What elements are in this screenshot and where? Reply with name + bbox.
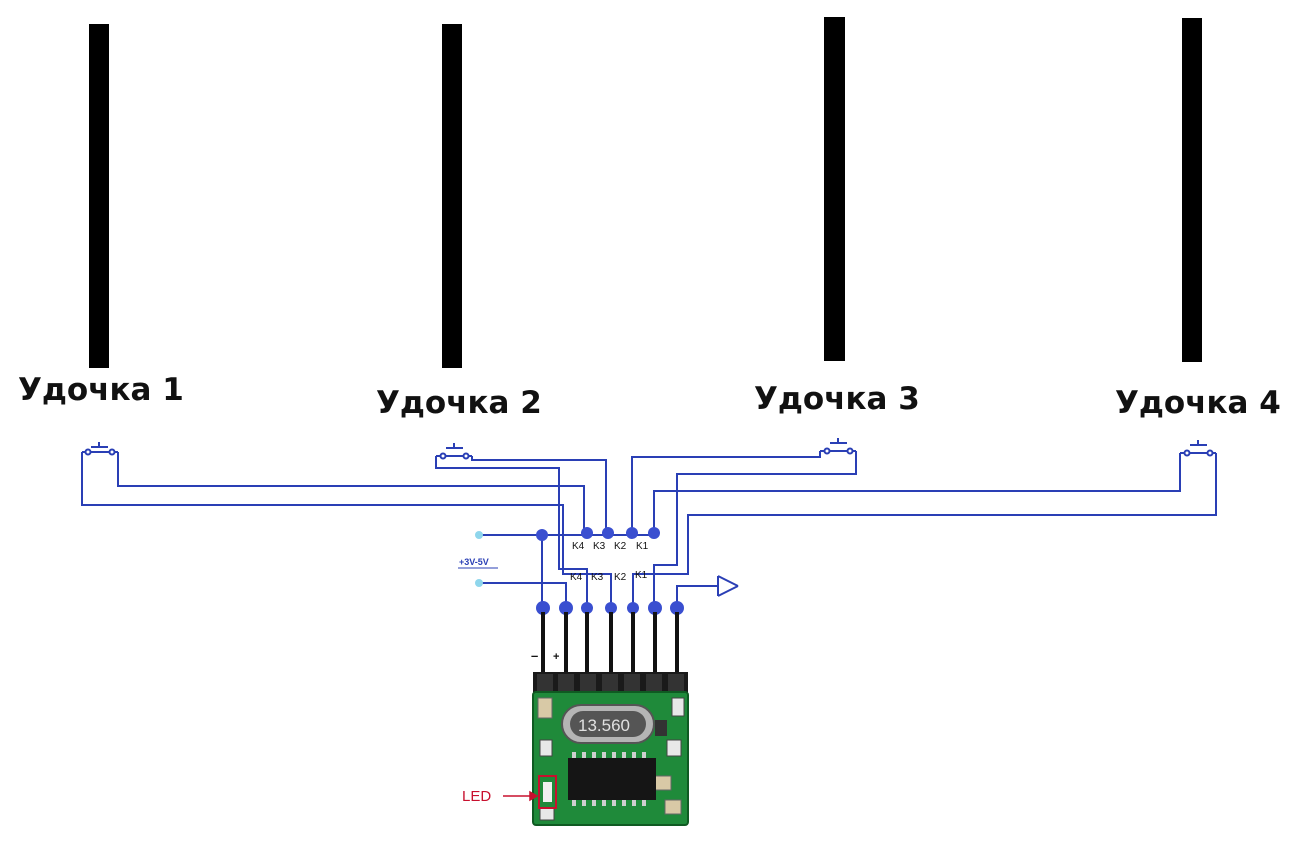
terminal-minus <box>475 531 483 539</box>
header-pins <box>541 612 679 674</box>
switch-1 <box>82 442 118 456</box>
polarity-minus: – <box>531 648 538 663</box>
led <box>543 782 552 802</box>
rod-1 <box>89 24 109 368</box>
terminal-plus <box>475 579 483 587</box>
polarity-plus: + <box>553 651 559 663</box>
pin-nodes <box>536 601 684 615</box>
switch-4 <box>1180 440 1216 457</box>
pin-label-bottom-k1: K1 <box>635 570 648 581</box>
rod-2 <box>442 24 462 368</box>
pin-label-top-k3: K3 <box>593 541 606 552</box>
pin-label-bottom-k4: K4 <box>570 572 583 583</box>
pin-label-bottom-k3: K3 <box>591 572 604 583</box>
decoder-chip <box>568 752 656 806</box>
rod-label-2: Удочка 2 <box>376 385 542 421</box>
pin-label-top-k1: K1 <box>636 541 649 552</box>
pin-label-top-k2: K2 <box>614 541 627 552</box>
pin-label-top-k4: K4 <box>572 541 585 552</box>
pin-label-bottom-k2: K2 <box>614 572 627 583</box>
switch-3 <box>820 438 856 455</box>
led-label: LED <box>462 788 491 805</box>
rod-label-1: Удочка 1 <box>18 372 184 408</box>
wiring <box>81 451 1217 607</box>
led-callout-box <box>538 775 557 809</box>
top-nodes <box>536 527 660 541</box>
rod-4 <box>1182 18 1202 362</box>
rod-label-4: Удочка 4 <box>1115 385 1281 421</box>
led-arrow <box>503 790 539 802</box>
rod-3 <box>824 17 845 361</box>
crystal-label: 13.560 <box>578 716 630 735</box>
rod-label-3: Удочка 3 <box>754 381 920 417</box>
supply-label: +3V-5V <box>459 557 489 567</box>
switch-2 <box>436 443 472 460</box>
